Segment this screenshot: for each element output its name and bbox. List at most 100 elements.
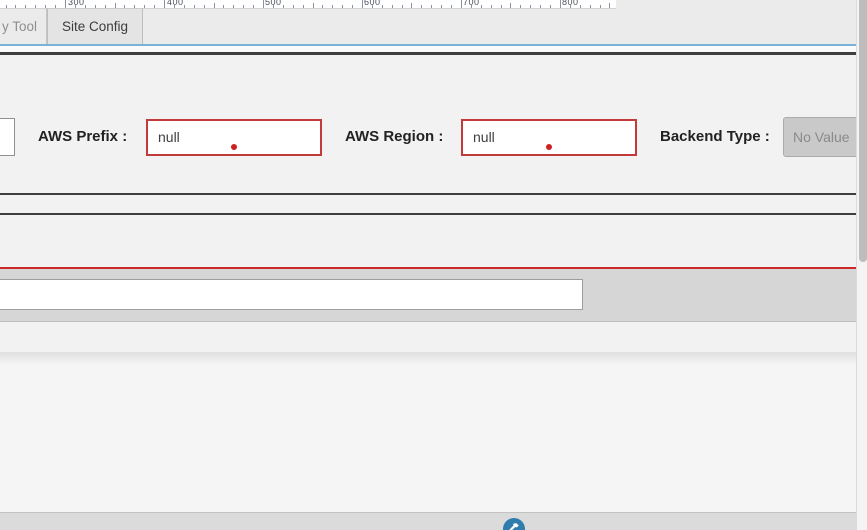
ruler-tick [35, 5, 36, 8]
ruler-tick [134, 5, 135, 8]
ruler-tick [263, 0, 264, 8]
aws-region-value: null [473, 129, 495, 145]
vertical-scrollbar[interactable] [856, 0, 867, 530]
ruler-tick [154, 5, 155, 8]
lower-panel [0, 352, 856, 512]
ruler-tick [223, 5, 224, 8]
ruler-tick [481, 5, 482, 8]
ruler-tick [471, 5, 472, 8]
ruler-tick [85, 5, 86, 8]
backend-type-value-box[interactable]: No Value [783, 117, 867, 157]
ruler-tick [115, 3, 116, 8]
ruler-tick [164, 0, 165, 8]
tab-bar: y Tool Site Config [0, 8, 856, 44]
ruler-tick-label: 700 [463, 0, 480, 7]
ruler-tick [461, 0, 462, 8]
aws-prefix-input[interactable]: null [146, 119, 322, 156]
backend-type-label: Backend Type : [660, 128, 770, 145]
ruler-tick [392, 5, 393, 8]
header-bar: 300 400 500 600 700 800 y Tool Site Config [0, 0, 856, 44]
ruler-tick [105, 5, 106, 8]
aws-prefix-value: null [158, 129, 180, 145]
ruler-tick [15, 5, 16, 8]
ruler-tick [590, 5, 591, 8]
ruler-tick [501, 5, 502, 8]
ruler-tick [194, 5, 195, 8]
ruler-tick [243, 5, 244, 8]
ruler-tick [431, 5, 432, 8]
ruler-tick [174, 5, 175, 8]
ruler-tick [322, 5, 323, 8]
tab-tool[interactable]: y Tool [0, 8, 47, 44]
ruler-tick-label: 800 [562, 0, 579, 7]
ruler-tick [451, 5, 452, 8]
aws-region-label: AWS Region : [345, 128, 444, 145]
tab-site-config[interactable]: Site Config [47, 8, 143, 44]
ruler-tick [411, 3, 412, 8]
ruler-tick [530, 5, 531, 8]
ruler-tick [233, 5, 234, 8]
ruler-tick [293, 5, 294, 8]
ruler-tick [580, 5, 581, 8]
wide-text-input[interactable] [0, 279, 583, 310]
ruler-tick [342, 5, 343, 8]
ruler-tick [609, 3, 610, 8]
aws-prefix-label: AWS Prefix : [38, 128, 128, 145]
ruler-tick [352, 5, 353, 8]
ruler-tick-label: 400 [167, 0, 184, 7]
ruler-tick [313, 3, 314, 8]
ruler-tick [303, 5, 304, 8]
ruler-tick [124, 5, 125, 8]
tab-tool-label: y Tool [2, 18, 38, 34]
ruler-tick [510, 3, 511, 8]
ruler-tick [45, 5, 46, 8]
header-divider [0, 52, 856, 55]
ruler-tick [570, 5, 571, 8]
validation-error-dot [231, 144, 237, 150]
left-cutoff-input[interactable] [0, 118, 15, 156]
panel-top-shadow [0, 352, 856, 365]
ruler-tick [600, 5, 601, 8]
ruler-tick [362, 0, 363, 8]
tab-site-config-label: Site Config [61, 19, 129, 34]
ruler-tick [550, 5, 551, 8]
ruler-tick [283, 5, 284, 8]
bottom-bar [0, 512, 856, 530]
ruler-tick [184, 5, 185, 8]
ruler-tick [144, 5, 145, 8]
ruler-tick [6, 5, 7, 8]
ruler-tick [25, 5, 26, 8]
ruler-tick-label: 600 [364, 0, 381, 7]
ruler-tick [273, 5, 274, 8]
bottom-action-button[interactable] [503, 518, 525, 530]
ruler-tick [382, 5, 383, 8]
ruler-tick [491, 5, 492, 8]
ruler-tick [65, 0, 66, 8]
validation-error-dot [546, 144, 552, 150]
ruler-tick [560, 0, 561, 8]
tabbar-accent-line [0, 44, 856, 46]
ruler-tick [55, 5, 56, 8]
scrollbar-thumb[interactable] [859, 0, 867, 262]
ruler-tick [204, 5, 205, 8]
ruler-tick [95, 5, 96, 8]
ruler-tick [540, 5, 541, 8]
ruler-tick [372, 5, 373, 8]
ruler-tick [214, 3, 215, 8]
section-divider [0, 213, 856, 215]
horizontal-ruler: 300 400 500 600 700 800 [0, 0, 616, 9]
red-divider [0, 267, 856, 269]
ruler-tick-label: 500 [265, 0, 282, 7]
ruler-tick [421, 5, 422, 8]
backend-type-value: No Value [793, 129, 850, 145]
ruler-tick [332, 5, 333, 8]
ruler-tick [441, 5, 442, 8]
ruler-tick [75, 5, 76, 8]
ruler-tick [402, 5, 403, 8]
ruler-tick [520, 5, 521, 8]
section-divider [0, 193, 856, 195]
aws-region-input[interactable]: null [461, 119, 637, 156]
ruler-tick [253, 5, 254, 8]
ruler-tick-label: 300 [68, 0, 85, 7]
